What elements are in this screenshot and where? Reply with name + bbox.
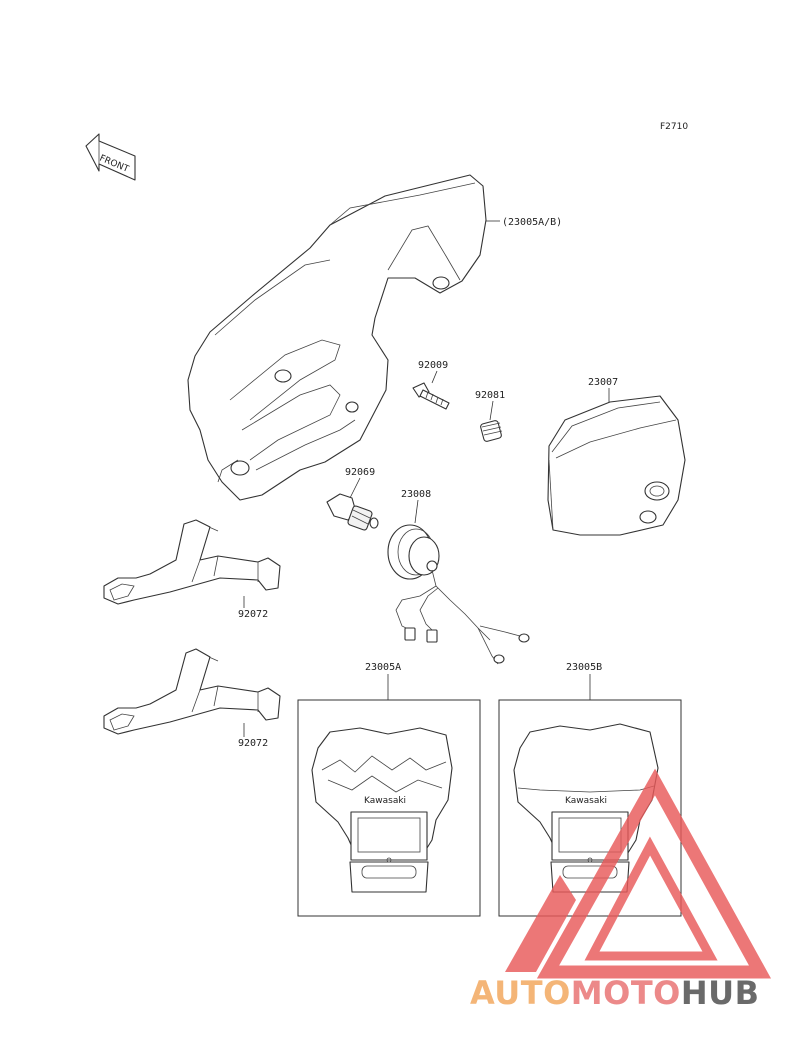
label-stay-upper: 92072	[238, 609, 268, 620]
stay-lower	[103, 648, 281, 735]
figure-code: F2710	[660, 122, 688, 132]
headlight-cover	[187, 174, 487, 501]
label-screw: 92009	[418, 360, 448, 371]
headlight-cover-variant-a: Kawasaki	[311, 727, 453, 893]
grommet	[480, 420, 503, 442]
screw	[412, 382, 450, 410]
label-stay-lower: 92072	[238, 738, 268, 749]
automotohub-watermark: AUTOMOTOHUB	[470, 768, 772, 1012]
headlight-cover-variant-b: Kawasaki	[513, 723, 659, 893]
svg-text:AUTOMOTOHUB: AUTOMOTOHUB	[470, 974, 760, 1012]
bulb	[326, 493, 379, 531]
svg-text:Kawasaki: Kawasaki	[364, 796, 406, 806]
label-grommet: 92081	[475, 390, 505, 401]
label-bulb: 92069	[345, 467, 375, 478]
front-arrow-icon: FRONT	[85, 133, 136, 181]
socket-harness	[387, 524, 530, 665]
variant-a-box	[297, 699, 481, 917]
stay-upper	[103, 519, 281, 605]
headlight-unit	[547, 395, 686, 536]
variant-b-box	[498, 699, 682, 917]
label-cover: (23005A/B)	[502, 217, 562, 228]
label-headlight-unit: 23007	[588, 377, 618, 388]
label-variant-b: 23005B	[566, 662, 602, 673]
svg-text:Kawasaki: Kawasaki	[565, 796, 607, 806]
label-socket: 23008	[401, 489, 431, 500]
label-variant-a: 23005A	[365, 662, 401, 673]
